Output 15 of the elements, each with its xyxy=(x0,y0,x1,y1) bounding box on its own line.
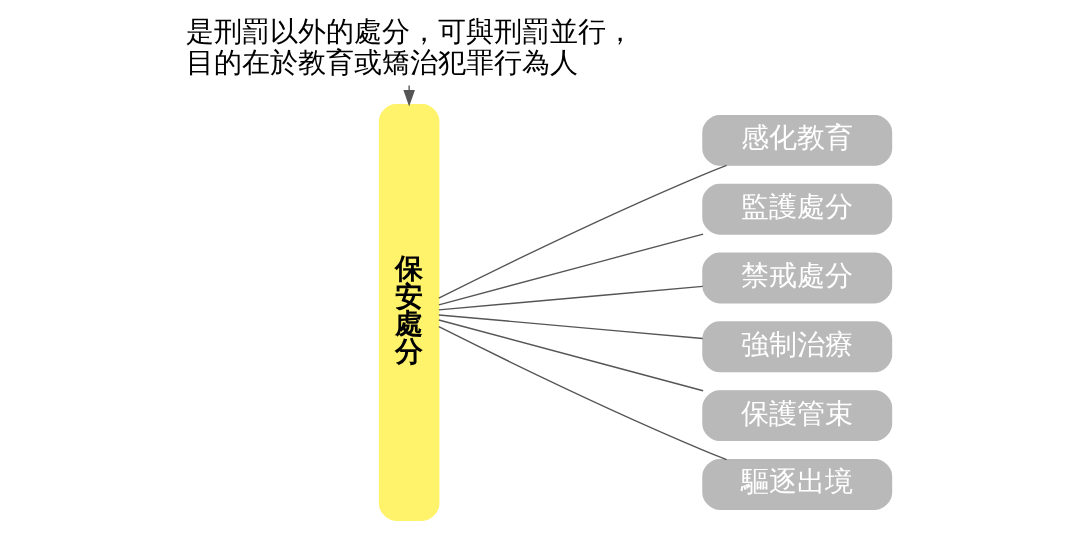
connector xyxy=(437,285,703,311)
connector xyxy=(437,326,727,461)
connector xyxy=(437,233,704,306)
connector xyxy=(437,319,704,392)
arrow xyxy=(402,84,415,107)
connector xyxy=(437,164,727,299)
node-box: 強制治療 xyxy=(701,321,892,373)
node-box: 監護處分 xyxy=(701,183,892,235)
connector xyxy=(437,314,703,340)
node-box: 驅逐出境 xyxy=(701,459,892,510)
node-text: 是刑罰以外的處分，可與刑罰並行，目的在於教育或矯治犯罪行為人 xyxy=(185,15,634,78)
node-box: 感化教育 xyxy=(701,114,892,166)
node-box: 保安處分 xyxy=(378,103,439,521)
node-box: 保護管束 xyxy=(701,390,892,442)
node-box: 禁戒處分 xyxy=(701,252,892,304)
